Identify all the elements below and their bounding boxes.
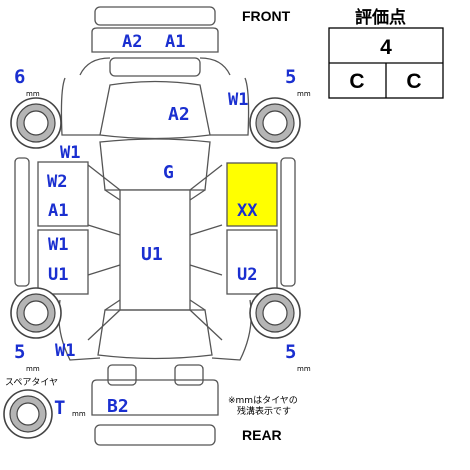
code-front-right-fender: W1 [228, 90, 248, 110]
score-table: 評価点 4 C C [328, 7, 444, 99]
front-bumper [79, 6, 231, 77]
code-right-front-door: XX [237, 201, 258, 221]
tire-spare [3, 389, 53, 439]
interior-score: C [349, 70, 364, 93]
tire-rear-right [249, 287, 301, 339]
tire-front-left [10, 97, 62, 149]
code-right-rear-door: U2 [237, 265, 257, 285]
note-line-2: 残溝表示です [237, 405, 291, 417]
tread-front-right: 5 [285, 66, 296, 88]
tread-spare: T [54, 397, 65, 419]
code-front-bumper-right: A1 [165, 32, 185, 52]
code-front-bumper-left: A2 [122, 32, 142, 52]
tread-front-left: 6 [14, 66, 25, 88]
front-label: FRONT [242, 8, 291, 24]
code-left-rear-door-upper: W1 [48, 235, 68, 255]
code-roof-glass: G [163, 162, 174, 183]
spare-tire-label: スペアタイヤ [5, 377, 58, 388]
code-left-front-door-lower: A1 [48, 201, 68, 221]
code-hood: A2 [168, 104, 190, 125]
tread-unit-rr: mm [297, 365, 311, 373]
tread-rear-left: 5 [14, 341, 25, 363]
code-rear-left-quarter: W1 [55, 341, 75, 361]
score-title: 評価点 [355, 7, 406, 27]
code-left-front-door-upper: W2 [47, 172, 67, 192]
code-left-rear-door-lower: U1 [48, 265, 68, 285]
code-front-left-fender: W1 [60, 143, 80, 163]
rear-bumper [91, 364, 219, 446]
exterior-score: C [406, 70, 421, 93]
code-roof: U1 [141, 244, 163, 265]
code-rear-bumper: B2 [107, 396, 129, 417]
right-front-door-highlight [226, 162, 278, 227]
tread-unit-spare: mm [72, 410, 86, 418]
tread-unit-rl: mm [26, 365, 40, 373]
car-body [14, 77, 296, 361]
tread-unit-fl: mm [26, 90, 40, 98]
tread-unit-fr: mm [297, 90, 311, 98]
overall-score: 4 [380, 36, 392, 59]
tire-rear-left [10, 287, 62, 339]
rear-label: REAR [242, 427, 282, 443]
tire-front-right [249, 97, 301, 149]
tread-rear-right: 5 [285, 341, 296, 363]
note-line-1: ※mmはタイヤの [228, 395, 298, 406]
